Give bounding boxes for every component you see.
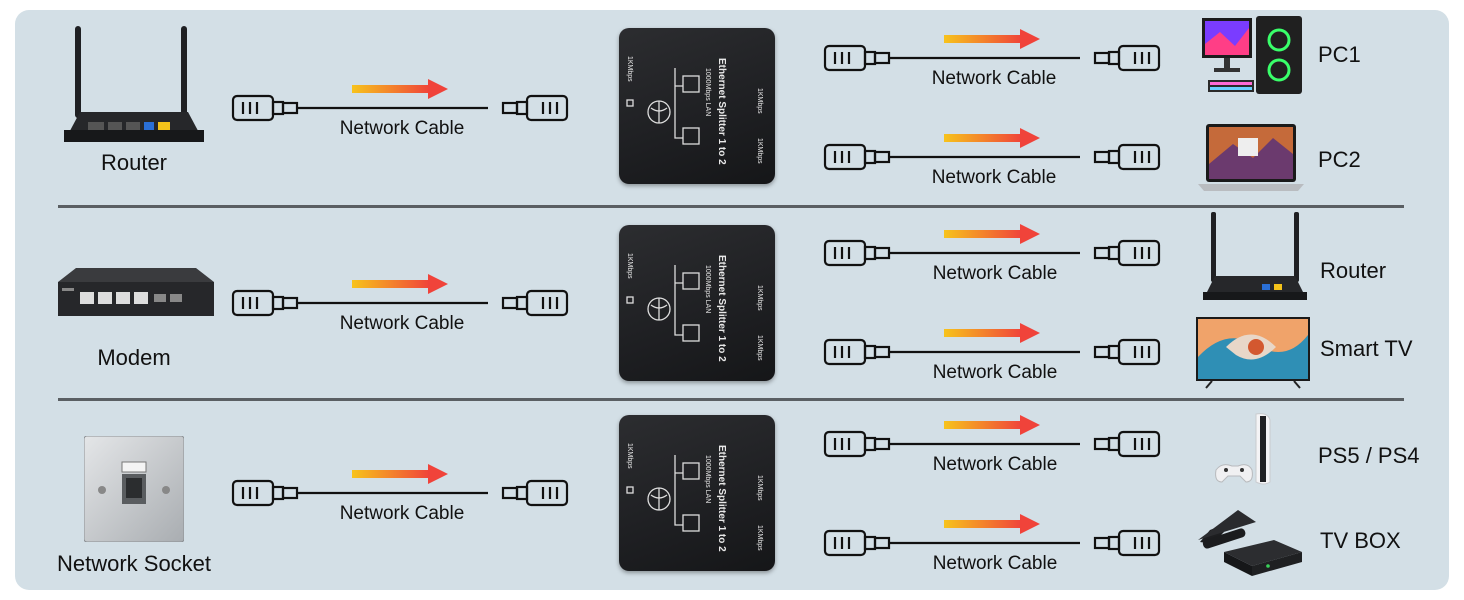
- source-label: Router: [100, 150, 168, 175]
- wall-socket-icon: [84, 436, 184, 542]
- device-label: Smart TV: [1320, 336, 1413, 361]
- direction-arrow: [944, 514, 1040, 534]
- device-label: TV BOX: [1320, 528, 1401, 553]
- direction-arrow: [352, 274, 448, 294]
- network-cable: [823, 143, 1161, 171]
- network-cable: [231, 479, 569, 507]
- ethernet-splitter: Ethernet Splitter 1 to 2 1000Mbps LAN 1K…: [619, 28, 775, 184]
- cable-label: Network Cable: [931, 68, 1057, 89]
- device-label: PC2: [1318, 147, 1361, 172]
- direction-arrow: [944, 415, 1040, 435]
- network-cable: [823, 239, 1161, 267]
- row-divider: [58, 398, 1404, 401]
- tv-box-icon: [1198, 510, 1302, 576]
- direction-arrow: [944, 29, 1040, 49]
- cable-label: Network Cable: [339, 503, 465, 524]
- device-label: Router: [1320, 258, 1387, 283]
- network-cable: [231, 94, 569, 122]
- router-icon: [1203, 212, 1307, 300]
- router-icon: [64, 26, 204, 142]
- direction-arrow: [944, 128, 1040, 148]
- cable-label: Network Cable: [932, 454, 1058, 475]
- modem-icon: [58, 268, 214, 316]
- row-divider: [58, 205, 1404, 208]
- network-cable: [823, 338, 1161, 366]
- network-cable: [231, 289, 569, 317]
- network-cable: [823, 44, 1161, 72]
- direction-arrow: [352, 464, 448, 484]
- source-label: Network Socket: [56, 551, 212, 576]
- network-cable: [823, 430, 1161, 458]
- cable-label: Network Cable: [931, 167, 1057, 188]
- splitter-graphic: [626, 455, 700, 532]
- ethernet-splitter: Ethernet Splitter 1 to 2 1000Mbps LAN 1K…: [619, 415, 775, 571]
- laptop-icon: [1198, 124, 1304, 191]
- desktop-pc-icon: [1202, 16, 1302, 94]
- game-console-icon: [1215, 413, 1271, 485]
- device-label: PS5 / PS4: [1318, 443, 1420, 468]
- network-cable: [823, 529, 1161, 557]
- cable-label: Network Cable: [932, 553, 1058, 574]
- device-label: PC1: [1318, 42, 1361, 67]
- smart-tv-icon: [1196, 317, 1310, 389]
- direction-arrow: [944, 323, 1040, 343]
- cable-label: Network Cable: [339, 118, 465, 139]
- direction-arrow: [352, 79, 448, 99]
- ethernet-splitter: Ethernet Splitter 1 to 2 1000Mbps LAN 1K…: [619, 225, 775, 381]
- cable-label: Network Cable: [932, 362, 1058, 383]
- splitter-graphic: [626, 265, 700, 342]
- cable-label: Network Cable: [339, 313, 465, 334]
- direction-arrow: [944, 224, 1040, 244]
- cable-label: Network Cable: [932, 263, 1058, 284]
- splitter-graphic: [626, 68, 700, 145]
- source-label: Modem: [97, 345, 171, 370]
